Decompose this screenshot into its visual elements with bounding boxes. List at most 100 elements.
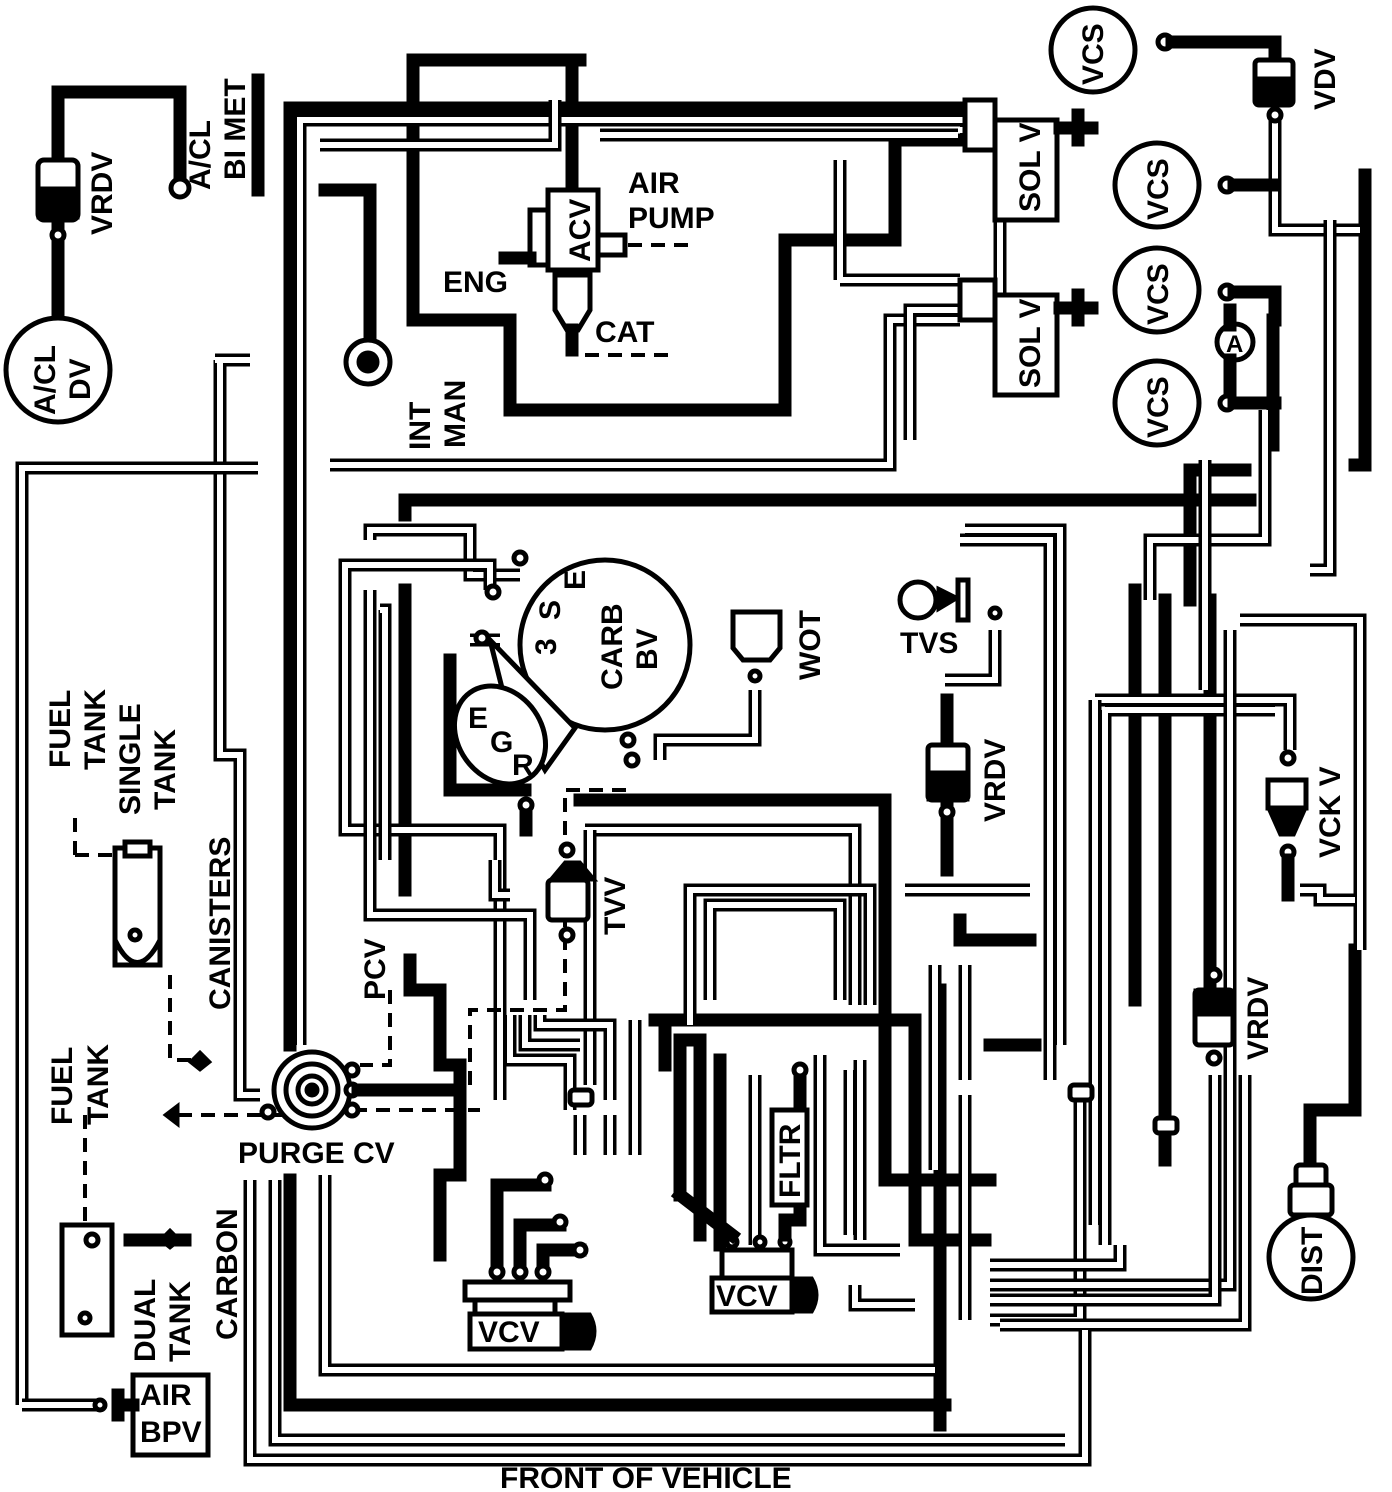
fltr-box xyxy=(769,1107,810,1208)
label-egr-r: R xyxy=(512,749,534,782)
label-air-pump-2: PUMP xyxy=(628,202,715,235)
label-vcs-4: VCS xyxy=(1142,376,1175,438)
label-vcv-mid: VCV xyxy=(716,1280,778,1313)
text-labels: VRDV A/CL BI MET A/CL DV INT MAN AIR PUM… xyxy=(29,23,1347,1492)
label-acl-dv-2: DV xyxy=(64,358,97,400)
label-carb-1: CARB xyxy=(596,603,629,690)
egr-valve xyxy=(451,683,549,787)
label-sol-v-lower: SOL V xyxy=(1014,299,1047,388)
label-air-bpv-1: AIR xyxy=(140,1379,192,1412)
label-fuel-tank-single-4: TANK xyxy=(149,729,182,810)
acv-valve xyxy=(498,187,628,357)
vrdv-mid xyxy=(925,742,971,821)
label-purge-cv: PURGE CV xyxy=(238,1137,395,1170)
thick-hoses xyxy=(51,53,1372,1432)
label-air-bpv-2: BPV xyxy=(140,1416,202,1449)
wot-switch xyxy=(730,609,783,663)
label-eng: ENG xyxy=(443,266,508,299)
label-front-of-vehicle: FRONT OF VEHICLE xyxy=(500,1462,792,1492)
label-carb-s: S xyxy=(534,600,567,620)
hose-bottom-loop xyxy=(283,1173,952,1412)
label-sol-v-upper: SOL V xyxy=(1014,123,1047,212)
label-vrdv-right: VRDV xyxy=(1242,977,1275,1060)
vcs-2-circle xyxy=(1112,140,1202,230)
acl-bimet-port xyxy=(168,176,192,200)
label-carb-3: 3 xyxy=(530,638,563,655)
vrdv-right xyxy=(1192,966,1236,1067)
fuel-tank-marker-1 xyxy=(187,1049,213,1072)
label-vcs-3: VCS xyxy=(1142,263,1175,325)
label-acl-dv-1: A/CL xyxy=(29,345,62,415)
hose-mid-bar xyxy=(953,913,1037,947)
hose-top-loop xyxy=(406,53,867,417)
label-air-pump-1: AIR xyxy=(628,167,680,200)
label-fuel-tank-single-2: TANK xyxy=(79,689,112,770)
vcv-mid xyxy=(670,1061,819,1315)
acl-dv-circle xyxy=(3,315,113,425)
label-egr-e: E xyxy=(468,702,488,735)
hose-vcv-mid-top xyxy=(648,1013,992,1247)
outline-hoses xyxy=(15,100,1367,1467)
hose-right-vertical4 xyxy=(1183,463,1252,607)
label-tvv: TVV xyxy=(599,877,632,935)
vcs-3-circle xyxy=(1112,245,1202,335)
label-acl-bimet-2: BI MET xyxy=(219,78,252,180)
sol-v-lower-box xyxy=(992,292,1060,398)
label-egr-g: G xyxy=(490,726,513,759)
label-dist: DIST xyxy=(1296,1227,1329,1295)
air-bpv-box xyxy=(130,1372,211,1458)
label-tvs: TVS xyxy=(900,627,958,660)
hose-vcv-mid-left xyxy=(673,1033,707,1242)
label-cat: CAT xyxy=(595,316,654,349)
label-vcv-left: VCV xyxy=(478,1316,540,1349)
hose-left-long xyxy=(283,101,972,1052)
hose-dist-lower xyxy=(1303,943,1362,1167)
label-carbon: CARBON xyxy=(211,1208,244,1340)
label-int-man-1: INT xyxy=(404,402,437,450)
label-wot: WOT xyxy=(794,610,827,680)
label-fltr: FLTR xyxy=(774,1123,807,1198)
label-vcs-top: VCS xyxy=(1077,23,1110,85)
carb-bv-circle xyxy=(517,557,693,733)
label-fuel-tank-single-3: SINGLE xyxy=(114,703,147,815)
purge-cv xyxy=(259,1049,467,1131)
hose-vcs-right xyxy=(1348,168,1372,472)
hose-pcv xyxy=(403,953,467,1262)
label-dual-tank-1: DUAL xyxy=(129,1279,162,1362)
vcv-left xyxy=(462,1171,597,1352)
label-canisters: CANISTERS xyxy=(204,837,237,1010)
label-a-marker: A xyxy=(1226,331,1243,358)
label-int-man-2: MAN xyxy=(439,380,472,448)
fuel-tank-marker-2 xyxy=(162,1101,180,1129)
vcs-4-circle xyxy=(1112,358,1202,448)
canister-single xyxy=(112,839,163,968)
label-fuel-tank-single-1: FUEL xyxy=(44,690,77,768)
vcs-top-circle xyxy=(1048,5,1138,95)
label-dual-tank-2: TANK xyxy=(164,1281,197,1362)
label-vrdv-top-left: VRDV xyxy=(86,152,119,235)
label-acl-bimet-1: A/CL xyxy=(184,120,217,190)
hose-egr-loop xyxy=(443,653,532,797)
hose-carb-top xyxy=(398,493,1257,522)
label-vdv: VDV xyxy=(1309,48,1342,110)
label-vcs-2: VCS xyxy=(1142,158,1175,220)
tvv-valve xyxy=(545,841,599,944)
label-fuel-tank-1: FUEL xyxy=(46,1047,79,1125)
label-pcv: PCV xyxy=(359,938,392,1000)
tvs-circle xyxy=(897,579,939,621)
dist xyxy=(1266,1162,1356,1302)
sol-v-upper-box xyxy=(992,117,1060,223)
components xyxy=(3,5,1356,1458)
vck-v xyxy=(1265,749,1309,902)
vrdv-top-left xyxy=(35,157,81,244)
label-vrdv-mid: VRDV xyxy=(979,739,1012,822)
hose-int-man xyxy=(318,183,377,352)
label-carb-2: BV xyxy=(631,628,664,670)
label-fuel-tank-2: TANK xyxy=(82,1044,115,1125)
vdv-valve xyxy=(1252,57,1296,124)
label-acv: ACV xyxy=(564,199,597,262)
label-vck-v: VCK V xyxy=(1314,766,1347,858)
label-carb-e: E xyxy=(559,570,592,590)
hose-solv-upper xyxy=(853,133,965,247)
